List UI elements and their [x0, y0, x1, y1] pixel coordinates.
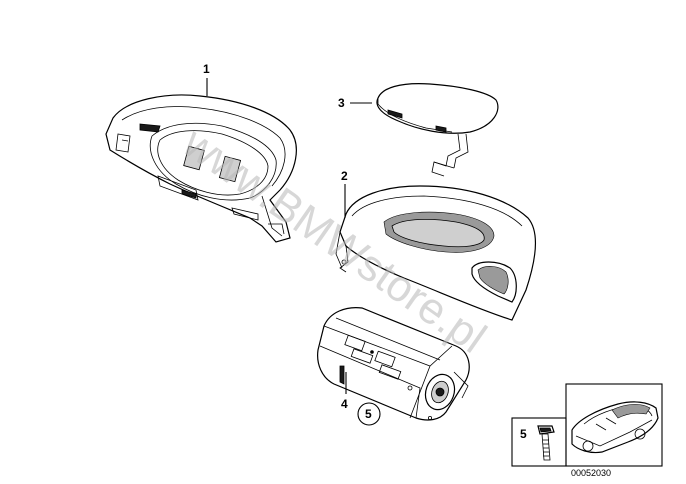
part-3-cover — [376, 83, 499, 177]
part-2-glovebox-trim — [335, 185, 536, 321]
bolt-icon — [537, 425, 555, 461]
circled-ref-5: 5 — [357, 402, 381, 426]
part-4-airbag-module — [317, 307, 470, 421]
inset-callout-5: 5 — [520, 427, 527, 441]
leader-lines — [206, 78, 372, 394]
callout-3: 3 — [338, 96, 345, 110]
part-1-cluster-trim — [105, 94, 297, 243]
callout-2: 2 — [341, 169, 348, 183]
car-icon — [571, 401, 659, 454]
callout-4: 4 — [341, 397, 348, 411]
callout-1: 1 — [203, 62, 210, 76]
inset-box: 5 00052030 — [511, 383, 663, 478]
drawing-number: 00052030 — [571, 468, 611, 478]
svg-text:5: 5 — [365, 407, 372, 421]
